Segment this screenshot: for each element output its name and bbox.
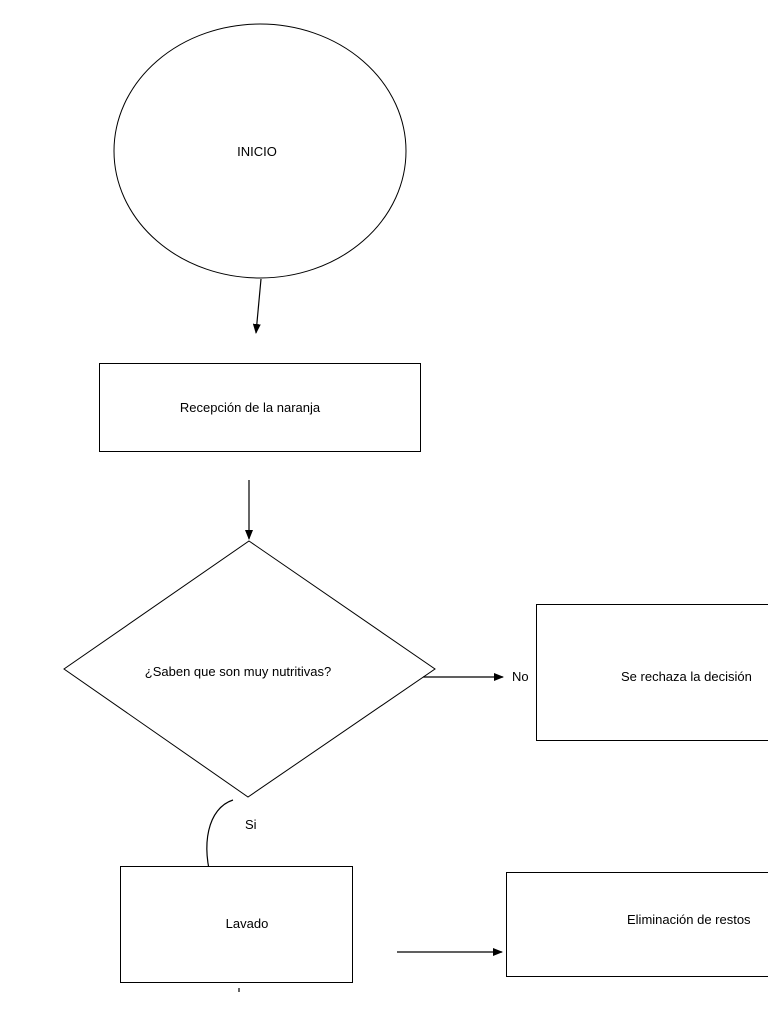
rejection-node[interactable]: Se rechaza la decisión	[536, 604, 768, 741]
washing-label: Lavado	[226, 916, 269, 931]
decision-node[interactable]: ¿Saben que son muy nutritivas?	[63, 540, 436, 798]
reception-node[interactable]: Recepción de la naranja	[99, 363, 421, 452]
removal-box	[506, 872, 768, 977]
start-ellipse	[113, 23, 407, 279]
reception-label: Recepción de la naranja	[180, 400, 321, 415]
removal-node[interactable]: Eliminación de restos	[506, 872, 768, 977]
si-edge-label: Si	[245, 817, 257, 832]
washing-node[interactable]: Lavado	[120, 866, 353, 983]
reception-box	[99, 363, 421, 452]
start-node[interactable]: INICIO	[113, 23, 407, 279]
decision-label: ¿Saben que son muy nutritivas?	[145, 664, 331, 679]
arrow-start-to-reception	[252, 278, 262, 334]
decision-diamond	[63, 540, 436, 798]
washing-box	[120, 866, 353, 983]
no-edge-label: No	[512, 669, 529, 684]
removal-label: Eliminación de restos	[627, 912, 751, 927]
start-label: INICIO	[237, 144, 277, 159]
rejection-box	[536, 604, 768, 741]
rejection-label: Se rechaza la decisión	[621, 669, 752, 684]
